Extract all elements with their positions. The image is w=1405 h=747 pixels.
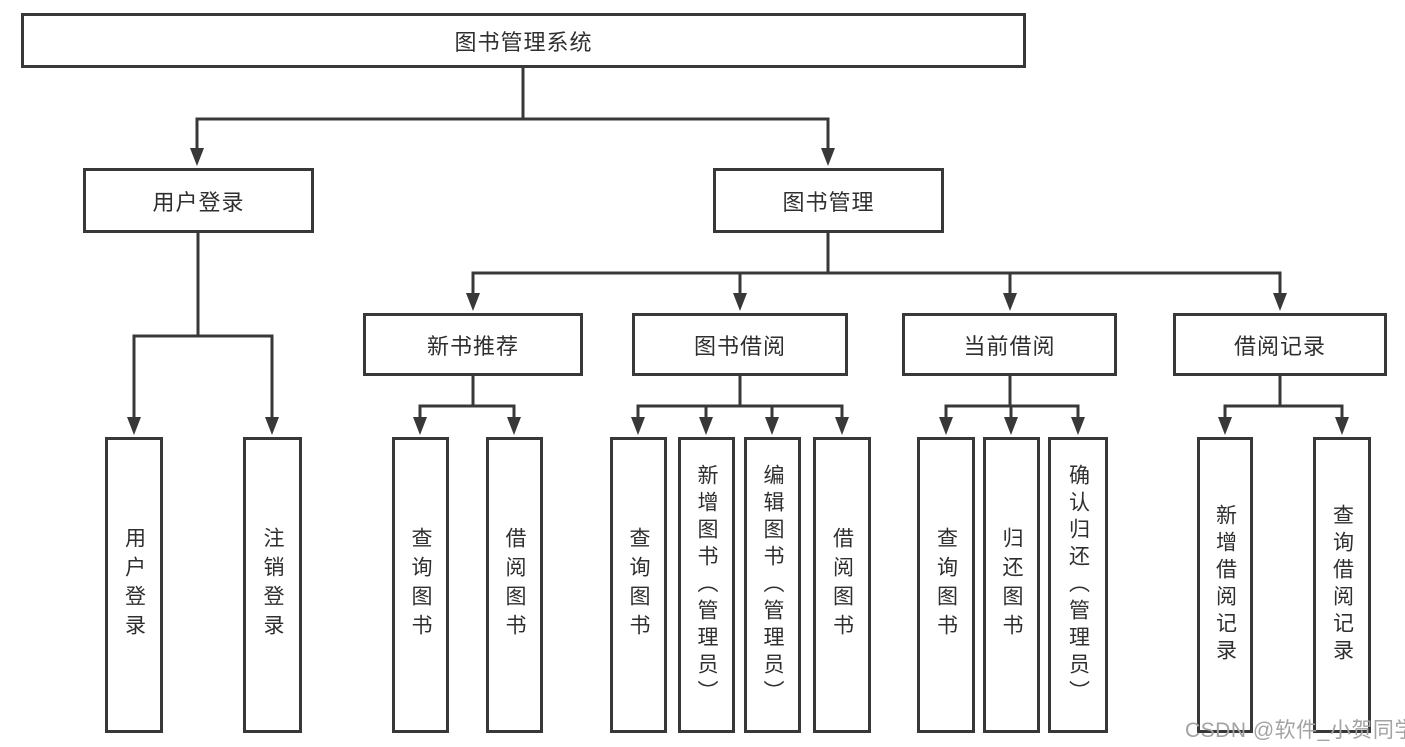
connector-current-borrow-branch [944, 376, 1080, 419]
leaf-borrow-books-recommend: 借阅图书 [486, 437, 543, 733]
node-library-management-system: 图书管理系统 [21, 13, 1026, 68]
leaf-query-borrow-record: 查询借阅记录 [1313, 437, 1371, 733]
connector-user-login-branch [132, 233, 274, 419]
node-user-login: 用户登录 [83, 168, 314, 233]
node-new-book-recommendation: 新书推荐 [363, 313, 583, 376]
arrowheads [127, 148, 1349, 435]
node-current-borrowing: 当前借阅 [902, 313, 1117, 376]
node-book-management: 图书管理 [713, 168, 944, 233]
csdn-watermark: CSDN @软件_小贺同学 [1185, 719, 1405, 742]
leaf-query-books-recommend: 查询图书 [392, 437, 449, 733]
connector-book-borrow-branch [636, 376, 844, 419]
leaf-edit-books-admin: 编辑图书（管理员） [744, 437, 801, 733]
node-borrowing-records: 借阅记录 [1173, 313, 1387, 376]
leaf-add-books-admin: 新增图书（管理员） [678, 437, 735, 733]
connector-borrow-record-branch [1223, 376, 1344, 419]
connector-book-management-branch [471, 233, 1282, 295]
leaf-add-borrow-record: 新增借阅记录 [1197, 437, 1253, 733]
leaf-logout: 注销登录 [243, 437, 302, 733]
connector-root-to-level2 [195, 68, 830, 150]
connector-new-book-branch [418, 376, 516, 419]
leaf-query-books-borrowing: 查询图书 [610, 437, 667, 733]
leaf-borrow-books: 借阅图书 [813, 437, 871, 733]
leaf-return-books: 归还图书 [983, 437, 1040, 733]
leaf-user-login: 用户登录 [105, 437, 163, 733]
leaf-query-books-current: 查询图书 [917, 437, 975, 733]
node-book-borrowing: 图书借阅 [632, 313, 848, 376]
leaf-confirm-return-admin: 确认归还（管理员） [1048, 437, 1108, 733]
